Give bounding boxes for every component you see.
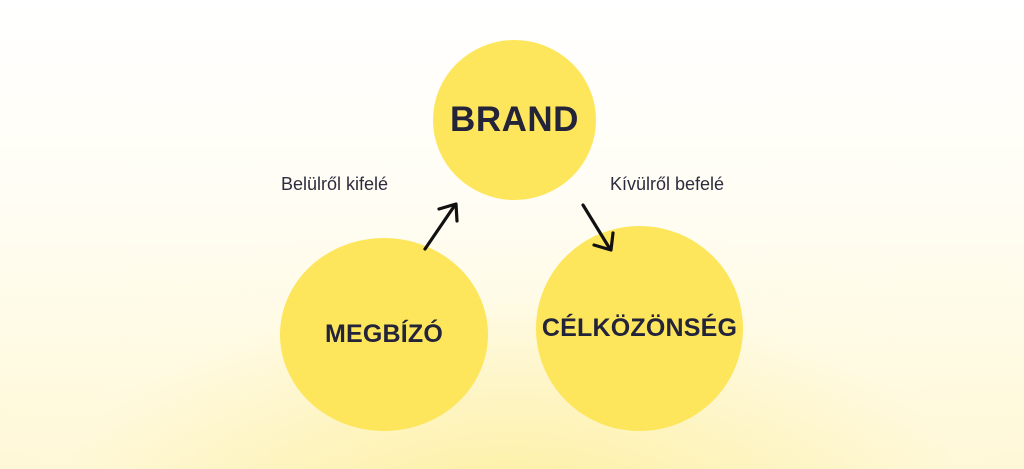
audience-circle: CÉLKÖZÖNSÉG	[536, 226, 743, 431]
inside-out-label: Belülről kifelé	[281, 174, 389, 194]
brand-label: BRAND	[450, 100, 579, 139]
client-circle: MEGBÍZÓ	[280, 238, 488, 431]
audience-label: CÉLKÖZÖNSÉG	[541, 314, 738, 342]
client-label: MEGBÍZÓ	[324, 320, 444, 348]
outside-in-label: Kívülről befelé	[610, 174, 725, 194]
brand-circle: BRAND	[433, 40, 596, 200]
